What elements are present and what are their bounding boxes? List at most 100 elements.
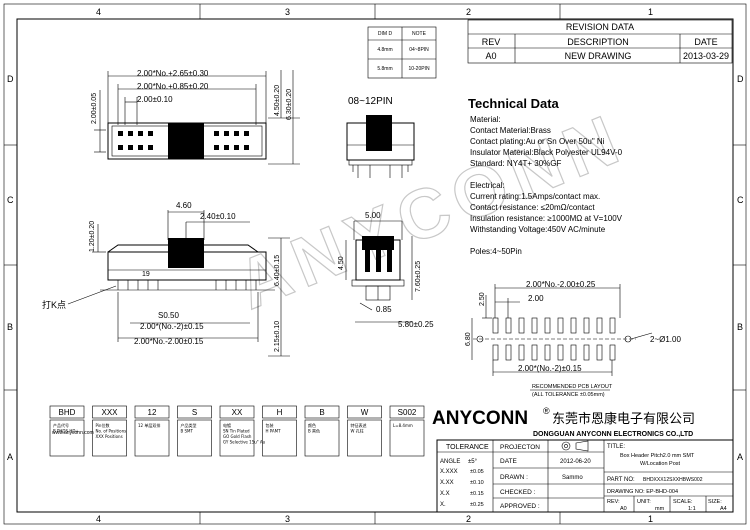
tech-line: Standard: NY4T+ 30%GF: [470, 159, 561, 168]
tol-row3-label: X.X: [440, 491, 450, 497]
tolerance-label: TOLERANCE: [446, 444, 489, 451]
pcb-pads-bottom: [492, 344, 616, 361]
zone-right-a: A: [737, 452, 743, 462]
dim-table-header-note: NOTE: [412, 31, 427, 37]
part-code-box: [347, 405, 382, 419]
part-code-desc-box: [262, 419, 297, 457]
dim-table-header-dim: DIM D: [378, 31, 393, 37]
tech-line: Material:: [470, 115, 501, 124]
part-code-desc-box: [347, 419, 382, 457]
part-code-desc-line: Pin位数: [96, 422, 110, 428]
tol-row3-value: ±0.15: [470, 491, 484, 497]
part-code-desc-line: XXX Positions: [96, 434, 123, 439]
part-no-label: PART NO:: [607, 477, 635, 483]
drawn-label: DRAWN :: [500, 474, 528, 481]
zone-top-3: 3: [285, 7, 290, 17]
part-code-desc-line: 12 单层双排: [138, 422, 160, 428]
company-en-name: DONGGUAN ANYCONN ELECTRONICS CO.,LTD: [533, 431, 693, 438]
scale-label: SCALE:: [673, 499, 693, 505]
revision-table: [467, 19, 733, 64]
part-code-value: BHD: [59, 408, 76, 417]
approved-label: APPROVED :: [500, 503, 540, 510]
part-code-desc-box: [389, 419, 425, 457]
side-view-label: 08~12PIN: [348, 96, 393, 107]
dim-450: 4.50: [338, 256, 345, 270]
top-view: [94, 70, 300, 165]
title-block: [436, 439, 734, 513]
end-view: [345, 220, 413, 323]
dim-table-row1-dim: 4.8mm: [377, 47, 392, 53]
pcb-caption2: (ALL TOLERANCE ±0.05mm): [532, 392, 605, 398]
dim-right-height1: 4.50±0.20: [274, 85, 281, 116]
date-header: DATE: [694, 37, 717, 47]
dim-overall-length: 2.00*No.+2.65±0.30: [137, 69, 209, 78]
date-value: 2013-03-29: [683, 51, 729, 61]
pcb-dim-top: 2.00*No.-2.00±0.25: [526, 280, 596, 289]
title-line1: Box Header Pitch2.0 mm SMT: [620, 453, 695, 459]
tol-row4-label: X.: [440, 502, 446, 508]
pcb-dim-200: 2.00: [528, 294, 544, 303]
description-header: DESCRIPTION: [567, 37, 629, 47]
title-label: TITLE:: [607, 444, 625, 450]
part-code-desc-box: [134, 419, 170, 457]
tech-line: Current rating:1.5Amps/contact max.: [470, 192, 600, 201]
part-code-desc-line: L=8.4mm: [393, 423, 413, 428]
callout-label: 打K点: [42, 299, 66, 310]
tol-row2-value: ±0.10: [470, 480, 484, 486]
part-code-value: B: [319, 408, 324, 417]
unit-label: UNIT:: [637, 499, 651, 505]
company-website: www.anyconn.com: [52, 430, 94, 436]
angle-value: ±5°: [468, 459, 478, 465]
part-code-desc-line: 包装: [266, 422, 274, 428]
part-code-desc-line: W 孔柱: [351, 428, 364, 434]
part-code-desc-line: SN Tin Plated: [223, 429, 250, 434]
dim-right-height2: 6.30±0.20: [286, 89, 293, 120]
company-brand: ANYCONN: [432, 408, 528, 429]
dim-460: 4.60: [176, 201, 192, 210]
part-code-box: [389, 405, 425, 419]
part-code-desc-line: GO Gold Flash: [223, 434, 252, 439]
dim-table-row2-dim: 5.8mm: [377, 66, 392, 72]
drawn-value: Sammo: [562, 475, 583, 481]
part-code-desc-line: 产品类型: [181, 422, 197, 428]
tol-row1-value: ±0.05: [470, 469, 484, 475]
side-view: [346, 115, 415, 178]
part-code-box: [92, 405, 127, 419]
part-code-box: [219, 405, 255, 419]
dim-19: 19: [142, 271, 150, 278]
company-cn-name: 东莞市恩康电子有限公司: [552, 411, 695, 427]
tech-line: Insulation resistance: ≥1000MΩ at V=100V: [470, 214, 623, 223]
zone-right-d: D: [737, 74, 744, 84]
part-code-desc-line: B SMT: [181, 429, 194, 434]
pcb-dim-680: 6.80: [465, 332, 472, 346]
zone-bottom-4: 4: [96, 514, 101, 524]
part-code-desc-line: 颜色: [308, 422, 316, 428]
part-code-desc-line: 特征表述: [351, 422, 367, 428]
part-code-box: [49, 405, 85, 419]
part-code-value: H: [277, 408, 283, 417]
size-label: SIZE:: [708, 499, 722, 505]
tech-line: Poles:4~50Pin: [470, 247, 522, 256]
dim-580: 5.80±0.25: [398, 320, 434, 329]
tech-line: Contact Material:Brass: [470, 126, 551, 135]
dim-table-row1-note: 04~8PIN: [409, 47, 429, 53]
part-code-desc-line: No. of Positions: [96, 429, 127, 434]
part-code-box: [134, 405, 170, 419]
zone-left-c: C: [7, 195, 14, 205]
part-code-value: S002: [398, 408, 417, 417]
dim-table-row2-note: 10-20PIN: [408, 66, 430, 72]
zone-bottom-3: 3: [285, 514, 290, 524]
part-code-value: 12: [148, 408, 157, 417]
checked-label: CHECKED :: [500, 489, 536, 496]
part-code-desc-box: [177, 419, 212, 457]
dim-s050: S0.50: [158, 311, 179, 320]
part-code-box: [177, 405, 212, 419]
rev-label: REV:: [607, 499, 620, 505]
part-code-desc-box: [219, 419, 255, 457]
part-code-desc-box: [304, 419, 340, 457]
pcb-caption1: RECOMMENDED PCB LAYOUT: [532, 384, 613, 390]
top-view-pins: [118, 131, 249, 150]
dim-240: 2.40±0.10: [200, 212, 236, 221]
tech-line: Contact plating:Au or Sn Over 50u" Ni: [470, 137, 605, 146]
